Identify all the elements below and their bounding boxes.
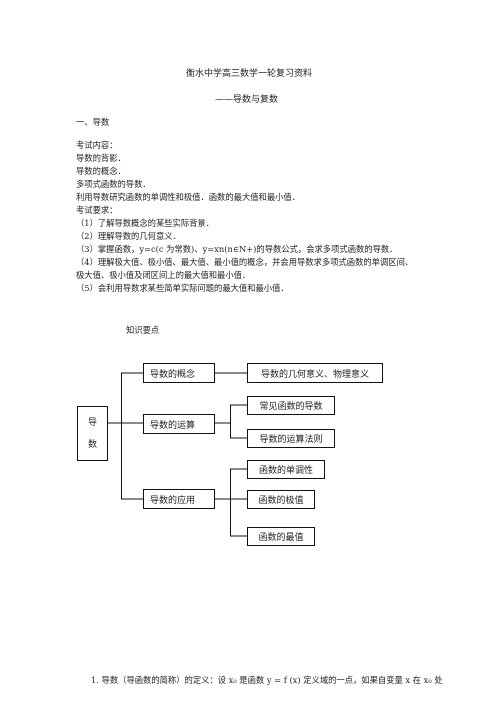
diagram-root-box: 导 数 [77,406,108,461]
requirement-1: （1）了解导数概念的某些实际背景． [76,218,215,228]
doc-title: 衡水中学高三数学一轮复习资料 [186,69,313,79]
node-geometric-physical-meaning: 导数的几何意义、物理意义 [247,363,383,383]
section-heading: 一、导数 [76,117,110,127]
node-derivative-operations: 导数的运算 [143,414,215,434]
definition-line: 1. 导数（导函数的简称）的定义：设 x₀ 是函数 y = f (x) 定义域的… [91,675,443,685]
node-max-min: 函数的最值 [247,527,315,546]
knowledge-points-label: 知识要点 [126,325,160,335]
content-line: 导数的背影． [76,153,126,163]
requirement-4: （4）理解极大值、极小值、最大值、最小值的概念，并会用导数求多项式函数的单调区间… [76,257,414,267]
requirement-2: （2）理解导数的几何意义． [76,231,181,241]
requirement-3: （3）掌握函数，y=c(c 为常数)、y=xn(n∈N+)的导数公式，会求多项式… [76,244,398,254]
node-derivative-applications: 导数的应用 [143,489,215,509]
content-line: 导数的概念． [76,166,126,176]
exam-content-label: 考试内容： [76,140,118,150]
content-line: 多项式函数的导数． [76,179,151,189]
node-derivative-concept: 导数的概念 [143,363,215,383]
node-monotonicity: 函数的单调性 [247,460,325,479]
node-common-derivatives: 常见函数的导数 [247,396,335,415]
node-extrema: 函数的极值 [247,490,315,509]
node-derivative-rules: 导数的运算法则 [247,429,335,448]
requirements-label: 考试要求： [76,205,118,215]
root-char-1: 导 [87,417,97,428]
requirement-5: （5）会利用导数求某些简单实际问题的最大值和最小值． [76,283,289,293]
content-line: 利用导数研究函数的单调性和极值．函数的最大值和最小值． [76,192,301,202]
requirement-4-cont: 极大值、极小值及闭区间上的最大值和最小值． [76,270,251,280]
root-char-2: 数 [87,439,97,450]
doc-subtitle: ——导数与复数 [215,95,279,105]
